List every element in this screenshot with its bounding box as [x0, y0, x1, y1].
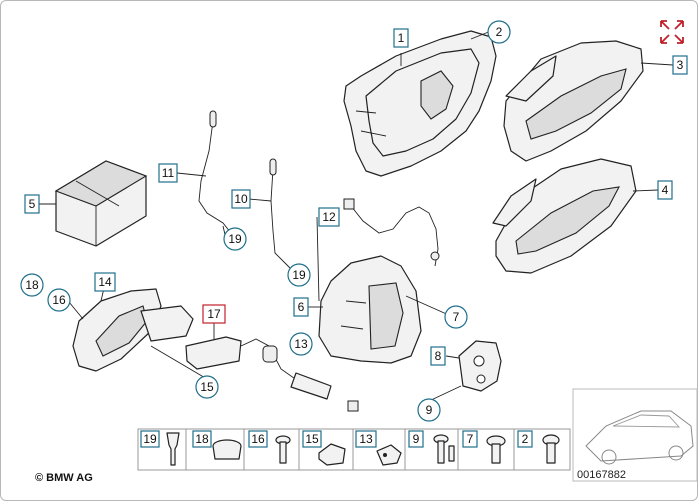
callout-16[interactable]: 16 — [47, 288, 71, 312]
callout-14[interactable]: 14 — [94, 272, 116, 292]
svg-text:7: 7 — [453, 310, 460, 324]
callout-1[interactable]: 1 — [393, 28, 409, 48]
expand-arrows-icon[interactable] — [660, 20, 684, 44]
svg-text:12: 12 — [322, 210, 336, 224]
part-rod-11 — [198, 110, 232, 234]
fastener-7[interactable]: 7 — [462, 430, 506, 464]
callout-19-lower[interactable]: 19 — [287, 263, 311, 287]
svg-text:6: 6 — [298, 300, 305, 314]
svg-text:7: 7 — [467, 432, 474, 446]
part-outer-handle-front — [503, 40, 644, 162]
fastener-15[interactable]: 15 — [302, 430, 346, 466]
svg-text:10: 10 — [234, 192, 248, 206]
callout-4[interactable]: 4 — [657, 180, 673, 200]
fastener-18[interactable]: 18 — [192, 430, 242, 460]
svg-text:2: 2 — [496, 25, 503, 39]
svg-text:8: 8 — [435, 349, 442, 363]
part-striker — [458, 340, 502, 392]
callout-6[interactable]: 6 — [293, 297, 309, 317]
part-inner-handle-14 — [72, 288, 194, 372]
fastener-2[interactable]: 2 — [517, 430, 560, 464]
callout-18[interactable]: 18 — [20, 273, 44, 297]
callout-2[interactable]: 2 — [487, 20, 511, 44]
svg-text:19: 19 — [143, 432, 157, 446]
svg-text:2: 2 — [522, 432, 529, 446]
part-cable-12 — [343, 198, 440, 267]
svg-text:15: 15 — [305, 432, 319, 446]
svg-text:19: 19 — [228, 232, 242, 246]
callout-7[interactable]: 7 — [444, 305, 468, 329]
part-handle-carrier — [343, 30, 497, 177]
callout-11[interactable]: 11 — [158, 163, 178, 183]
svg-text:1: 1 — [398, 31, 405, 45]
callout-3[interactable]: 3 — [672, 55, 688, 75]
callout-10[interactable]: 10 — [231, 189, 251, 209]
svg-text:18: 18 — [195, 432, 209, 446]
svg-text:16: 16 — [251, 432, 265, 446]
fastener-9[interactable]: 9 — [408, 430, 449, 464]
callout-8[interactable]: 8 — [430, 346, 446, 366]
svg-text:13: 13 — [359, 432, 373, 446]
part-outer-handle-rear — [492, 158, 637, 274]
svg-text:9: 9 — [426, 403, 433, 417]
svg-text:3: 3 — [677, 58, 684, 72]
svg-text:11: 11 — [162, 166, 175, 180]
callout-12[interactable]: 12 — [318, 207, 340, 227]
svg-text:9: 9 — [413, 432, 420, 446]
svg-text:17: 17 — [207, 307, 221, 321]
fastener-8[interactable] — [448, 445, 455, 462]
callout-13[interactable]: 13 — [289, 332, 313, 356]
callout-15[interactable]: 15 — [195, 375, 219, 399]
vehicle-thumbnail: 00167882 — [572, 388, 697, 482]
part-box — [54, 160, 148, 247]
svg-text:14: 14 — [98, 275, 112, 289]
copyright-text: © BMW AG — [35, 472, 93, 484]
fastener-19[interactable]: 19 — [140, 430, 180, 466]
part-rod-10 — [269, 158, 294, 272]
callout-9[interactable]: 9 — [417, 398, 441, 422]
part-door-lock — [318, 255, 422, 364]
fastener-13[interactable]: 13 — [355, 430, 402, 466]
svg-text:19: 19 — [292, 268, 306, 282]
callout-19-upper[interactable]: 19 — [223, 227, 247, 251]
svg-text:13: 13 — [294, 337, 308, 351]
svg-text:15: 15 — [200, 380, 214, 394]
part-cable-17 — [185, 336, 359, 412]
diagram-id: 00167882 — [577, 469, 626, 481]
fastener-16[interactable]: 16 — [248, 430, 291, 464]
callout-5[interactable]: 5 — [24, 194, 40, 214]
svg-text:16: 16 — [52, 293, 66, 307]
svg-text:18: 18 — [25, 278, 39, 292]
svg-text:5: 5 — [29, 197, 36, 211]
callout-17[interactable]: 17 — [202, 304, 226, 324]
svg-text:4: 4 — [662, 183, 669, 197]
